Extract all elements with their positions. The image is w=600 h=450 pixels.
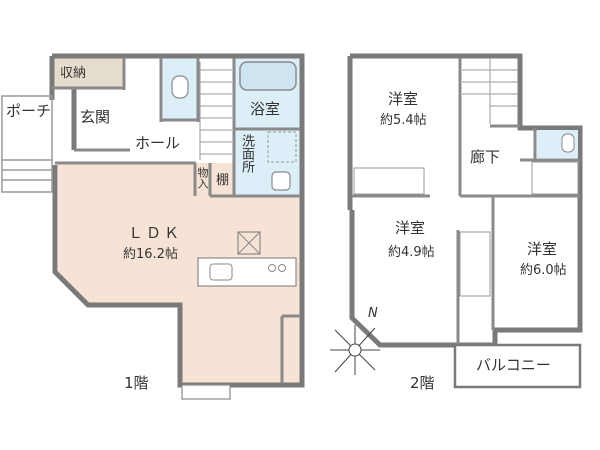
floor1-stairs bbox=[199, 62, 232, 160]
floor2-plan bbox=[347, 53, 583, 348]
room-western-c-size: 約6.0帖 bbox=[520, 263, 567, 278]
room-shelf-label: 棚 bbox=[216, 173, 230, 188]
room-hall-label: ホール bbox=[135, 134, 181, 152]
bay-window bbox=[181, 384, 231, 400]
room-bath-label: 浴室 bbox=[250, 100, 281, 118]
stove-burner-2 bbox=[278, 264, 286, 272]
washbasin-fixture bbox=[271, 171, 291, 191]
compass-rose bbox=[330, 325, 380, 375]
toilet-fixture bbox=[171, 75, 189, 99]
toilet2-fixture bbox=[561, 133, 575, 153]
floor2-inner-walls bbox=[352, 58, 580, 345]
room-balcony-label: バルコニー bbox=[476, 356, 551, 374]
floor2-closets bbox=[353, 161, 579, 297]
room-porch-label: ポーチ bbox=[6, 102, 52, 120]
floor1-outer-wall bbox=[52, 53, 305, 388]
washer-fixture bbox=[267, 131, 297, 163]
room-western-a-size: 約5.4帖 bbox=[380, 113, 427, 128]
room-closet-label: 物入 bbox=[196, 167, 209, 189]
room-western-a-label: 洋室 bbox=[388, 90, 419, 108]
porch-steps bbox=[1, 95, 53, 193]
floor2-stairs bbox=[462, 58, 518, 124]
room-western-b-size: 約4.9帖 bbox=[388, 245, 435, 260]
room-ldk-label: ＬＤＫ bbox=[128, 224, 183, 242]
floor2-title: 2階 bbox=[410, 374, 435, 392]
floor1-inner-walls bbox=[52, 58, 300, 383]
stove-burner-1 bbox=[268, 264, 276, 272]
floor2-outer-wall bbox=[349, 53, 583, 348]
floor1-plan bbox=[49, 53, 305, 388]
room-storage-label: 収納 bbox=[60, 66, 87, 81]
floor1-title: 1階 bbox=[124, 374, 149, 392]
room-ldk-size: 約16.2帖 bbox=[123, 247, 178, 262]
room-corridor-label: 廊下 bbox=[470, 148, 501, 166]
room-western-c-label: 洋室 bbox=[527, 240, 558, 258]
ldk-floor bbox=[58, 163, 300, 383]
storage-floor bbox=[52, 58, 124, 88]
ldk-hatch bbox=[237, 231, 261, 255]
compass-north-label: N bbox=[368, 306, 378, 321]
kitchen-sink bbox=[209, 263, 233, 281]
bathtub bbox=[239, 61, 297, 91]
balcony-outline bbox=[453, 343, 582, 389]
room-entrance-label: 玄関 bbox=[80, 108, 111, 126]
room-washroom-label: 洗面所 bbox=[239, 134, 254, 173]
room-western-b-label: 洋室 bbox=[395, 219, 426, 237]
